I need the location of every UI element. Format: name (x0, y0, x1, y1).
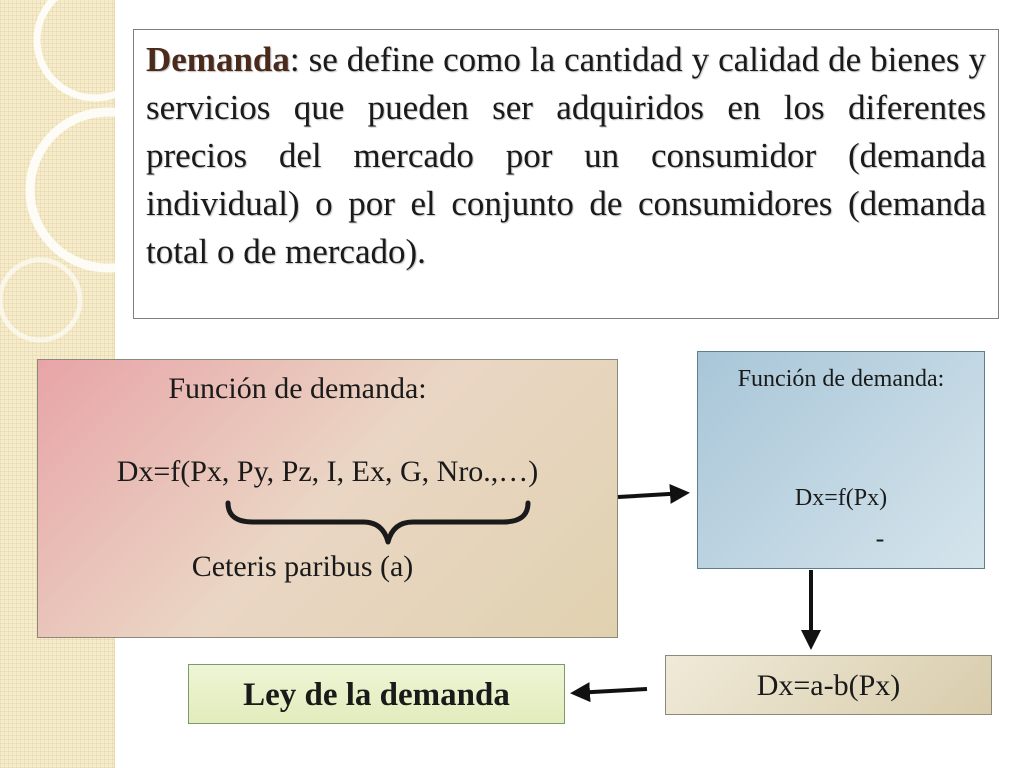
negative-sign-label: - (875, 524, 885, 553)
definition-text: : se define como la cantidad y calidad d… (146, 40, 986, 271)
demand-function-formula: Dx=f(Px, Py, Pz, I, Ex, G, Nro.,…) (116, 455, 539, 488)
demand-function-title: Función de demanda: (168, 372, 427, 405)
definition-term: Demanda (146, 40, 290, 79)
price-function-box: Función de demanda: Dx=f(Px) - (697, 351, 985, 569)
ceteris-paribus-label: Ceteris paribus (a) (191, 550, 414, 583)
law-of-demand-box: Ley de la demanda (188, 664, 565, 724)
arrow-right-icon (617, 483, 690, 504)
law-of-demand-label: Ley de la demanda (243, 677, 510, 713)
price-function-formula: Dx=f(Px) (794, 485, 888, 511)
demand-function-box: Función de demanda: Dx=f(Px, Py, Pz, I, … (37, 359, 618, 638)
definition-box: Demanda: se define como la cantidad y ca… (133, 29, 999, 319)
arrow-left-icon (570, 682, 648, 703)
linear-demand-formula: Dx=a-b(Px) (756, 669, 901, 702)
linear-demand-box: Dx=a-b(Px) (665, 655, 992, 715)
price-function-title: Función de demanda: (737, 366, 945, 392)
curly-brace-icon (225, 500, 531, 545)
